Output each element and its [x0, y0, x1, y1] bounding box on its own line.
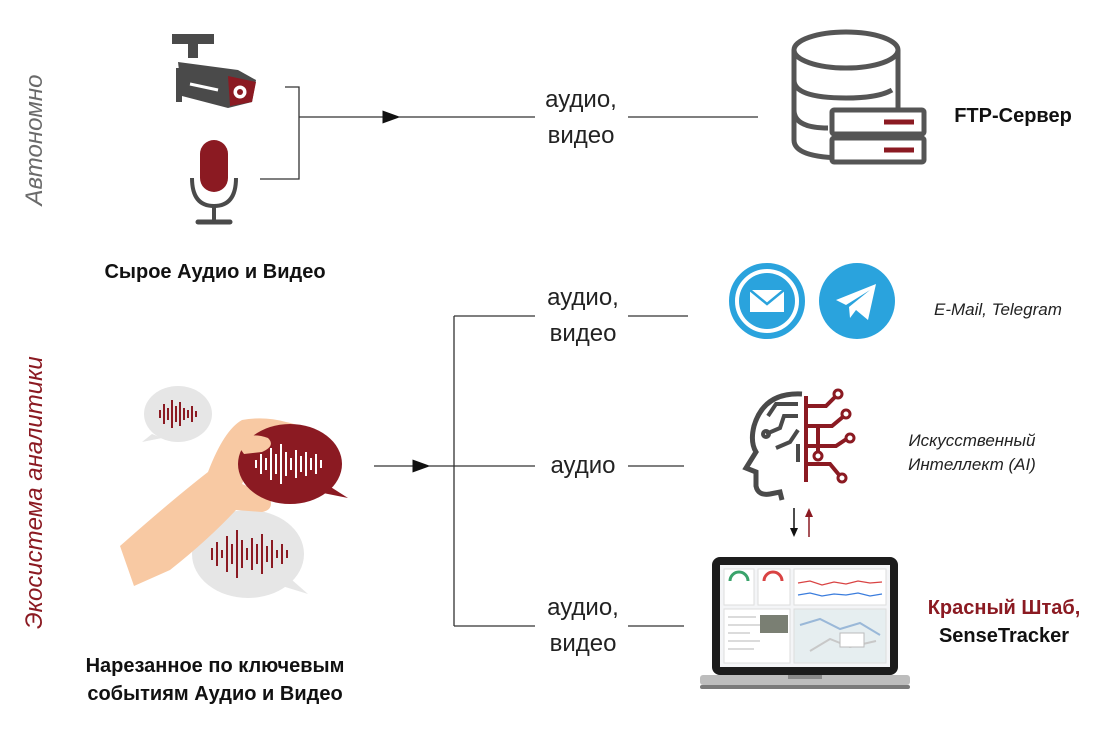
branch-label-messaging: аудио, видео [528, 280, 638, 352]
ai-destination-line1: Искусственный [908, 431, 1036, 450]
messaging-destination-label: E-Mail, Telegram [934, 300, 1062, 319]
top-bracket [260, 86, 758, 180]
branch-label-messaging-line2: видео [549, 320, 617, 347]
clipped-source-caption-line1: Нарезанное по ключевым [85, 655, 345, 677]
branch-label-ai: аудио [528, 448, 638, 484]
branch-label-dashboard: аудио, видео [528, 590, 638, 662]
dashboard-destination-label: Красный Штаб, SenseTracker [924, 594, 1084, 650]
branch-label-messaging-line1: аудио, [547, 284, 619, 311]
bottom-tree [374, 315, 688, 627]
top-flow-label: аудио, видео [526, 82, 636, 154]
telegram-icon [819, 263, 895, 339]
clipped-source-caption-line2: событиям Аудио и Видео [87, 683, 343, 705]
laptop-dashboard-icon [700, 557, 910, 689]
email-icon [729, 263, 805, 339]
top-flow-label-line1: аудио, [545, 86, 617, 113]
ai-head-icon [742, 388, 856, 501]
hand-with-audio-bubbles-icon [120, 386, 348, 598]
bidirectional-arrows [790, 508, 813, 537]
top-flow-label-line2: видео [547, 122, 615, 149]
ai-destination-label: Искусственный Интеллект (AI) [902, 429, 1042, 477]
ai-destination-line2: Интеллект (AI) [908, 455, 1036, 474]
clipped-source-caption: Нарезанное по ключевым событиям Аудио и … [70, 652, 360, 708]
dashboard-destination-line2: SenseTracker [938, 625, 1070, 647]
branch-label-ai-line1: аудио [550, 452, 616, 479]
branch-label-dashboard-line1: аудио, [547, 594, 619, 621]
raw-source-caption: Сырое Аудио и Видео [104, 261, 326, 283]
dashboard-destination-line1: Красный Штаб, [927, 597, 1081, 619]
branch-label-dashboard-line2: видео [549, 630, 617, 657]
microphone-icon [190, 140, 238, 225]
ftp-server-label: FTP-Сервер [954, 105, 1072, 127]
database-server-icon [791, 29, 927, 165]
cctv-camera-icon [172, 34, 256, 108]
